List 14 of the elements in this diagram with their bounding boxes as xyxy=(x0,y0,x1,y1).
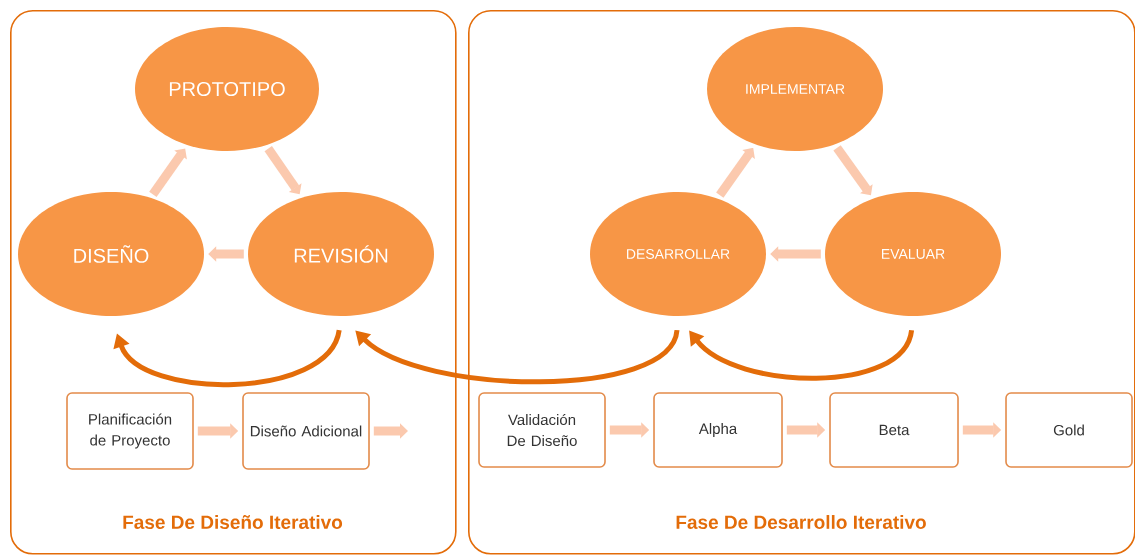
step-box: Beta xyxy=(829,392,959,468)
curved-arrow xyxy=(113,329,342,387)
curved-arrow xyxy=(689,329,914,381)
step-box: Alpha xyxy=(653,392,783,468)
block-arrow xyxy=(149,148,187,197)
block-arrow xyxy=(833,145,873,196)
phase-title: Fase De Diseño Iterativo xyxy=(123,515,343,529)
step-box: Diseño Adicional xyxy=(242,392,370,470)
block-arrow xyxy=(264,146,302,195)
step-box: Validación De Diseño xyxy=(478,392,606,468)
step-box: Gold xyxy=(1005,392,1133,468)
phase-title: Fase De Desarrollo Iterativo xyxy=(676,515,926,529)
curved-arrow xyxy=(355,329,680,385)
step-box: Planificación de Proyecto xyxy=(66,392,194,470)
